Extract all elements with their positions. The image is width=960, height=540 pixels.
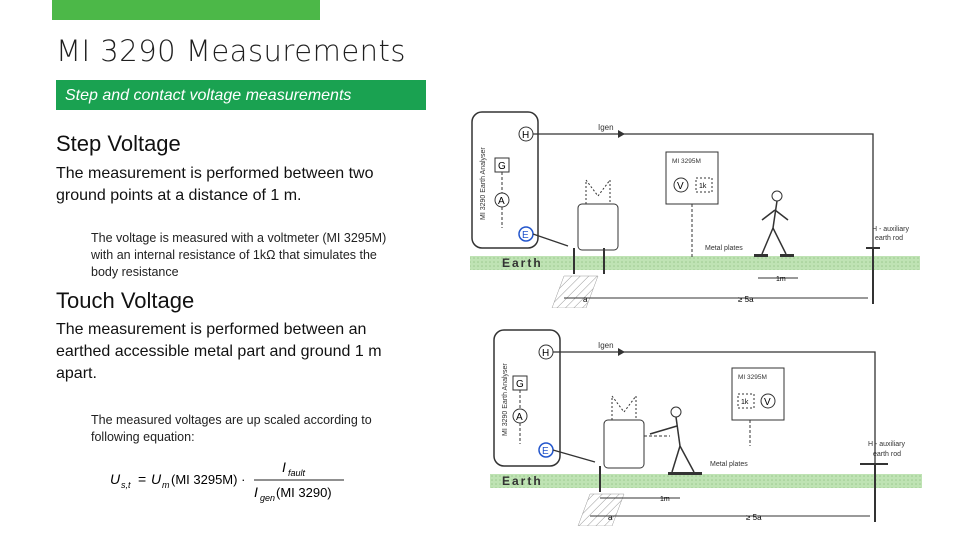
voltmeter-symbol [760,393,776,409]
earthed-structure [577,203,619,251]
terminal-h-label: H [542,348,549,359]
aux-rod-label-2: earth rod [873,451,901,458]
eq-num: I [282,459,286,475]
eq-um-sub: m [162,480,170,490]
metal-plates-label: Metal plates [710,461,748,468]
eq-den-arg: (MI 3290) [276,485,332,500]
step-voltage-diagram: Earth MI 3290 Earth Analyser H G A E Ige… [470,111,920,308]
eq-equals: = [138,471,146,487]
step-voltage-intro: The measurement is performed between two… [56,165,374,204]
eq-um: U [151,471,162,487]
page-title: MI 3290 Measurements [56,34,407,68]
earth-band [470,256,920,270]
step-voltage-detail: The voltage is measured with a voltmeter… [91,231,387,279]
terminal-e-label: E [542,446,549,457]
analyser-label: MI 3290 Earth Analyser [502,363,509,436]
dist-5a-label: ≥ 5a [738,295,754,304]
touch-voltage-diagram: Earth MI 3290 Earth Analyser H G A E Ige… [490,329,922,526]
meter-r-label: 1k [699,183,707,190]
meter-v-label: V [764,397,771,408]
aux-rod-label-1: H - auxiliary [872,226,909,233]
resistor-1k [737,393,755,409]
igen-label: Igen [598,123,614,132]
aux-rod-label-2: earth rod [875,235,903,242]
earth-label: Earth [502,474,543,488]
terminal-e-label: E [522,230,529,241]
scaling-equation: U s,t = U m (MI 3295M) · I fault I gen (… [110,459,344,503]
dist-1m-label: 1m [776,276,786,283]
dist-a-label: a [608,513,613,522]
earthed-structure [603,419,645,469]
igen-label: Igen [598,341,614,350]
aux-rod-label-1: H - auxiliary [868,441,905,448]
eq-den: I [254,484,258,500]
metal-plates-label: Metal plates [705,245,743,252]
resistor-1k [695,177,713,193]
eq-den-sub: gen [260,493,275,503]
subtitle-banner: Step and contact voltage measurements [56,80,426,110]
person-head [670,406,682,418]
dist-a-label: a [583,295,588,304]
meter-v-label: V [677,181,684,192]
touch-voltage-detail: The measured voltages are up scaled acco… [91,413,372,444]
subtitle-text: Step and contact voltage measurements [65,87,352,104]
terminal-a-label: A [516,412,523,423]
touch-voltage-heading: Touch Voltage [56,288,195,313]
earth-band [490,474,922,488]
eq-num-sub: fault [288,468,306,478]
terminal-a-label: A [498,196,505,207]
eq-lhs: U [110,471,121,487]
person-head [771,190,783,202]
dist-1m-label: 1m [660,496,670,503]
accent-bar [52,0,320,20]
analyser-label: MI 3290 Earth Analyser [480,147,487,220]
meter-r-label: 1k [741,399,749,406]
earth-label: Earth [502,256,543,270]
terminal-g-label: G [516,379,524,390]
meter-label: MI 3295M [738,374,767,381]
step-voltage-heading: Step Voltage [56,131,181,156]
terminal-h-label: H [522,130,529,141]
voltmeter-symbol [673,177,689,193]
meter-label: MI 3295M [672,158,701,165]
touch-voltage-intro: The measurement is performed between an … [56,321,382,382]
dist-5a-label: ≥ 5a [746,513,762,522]
eq-um-arg: (MI 3295M) · [171,472,245,487]
terminal-g-label: G [498,161,506,172]
earth-analyser-device [471,111,539,249]
eq-lhs-sub: s,t [121,480,131,490]
earth-analyser-device [493,329,561,467]
